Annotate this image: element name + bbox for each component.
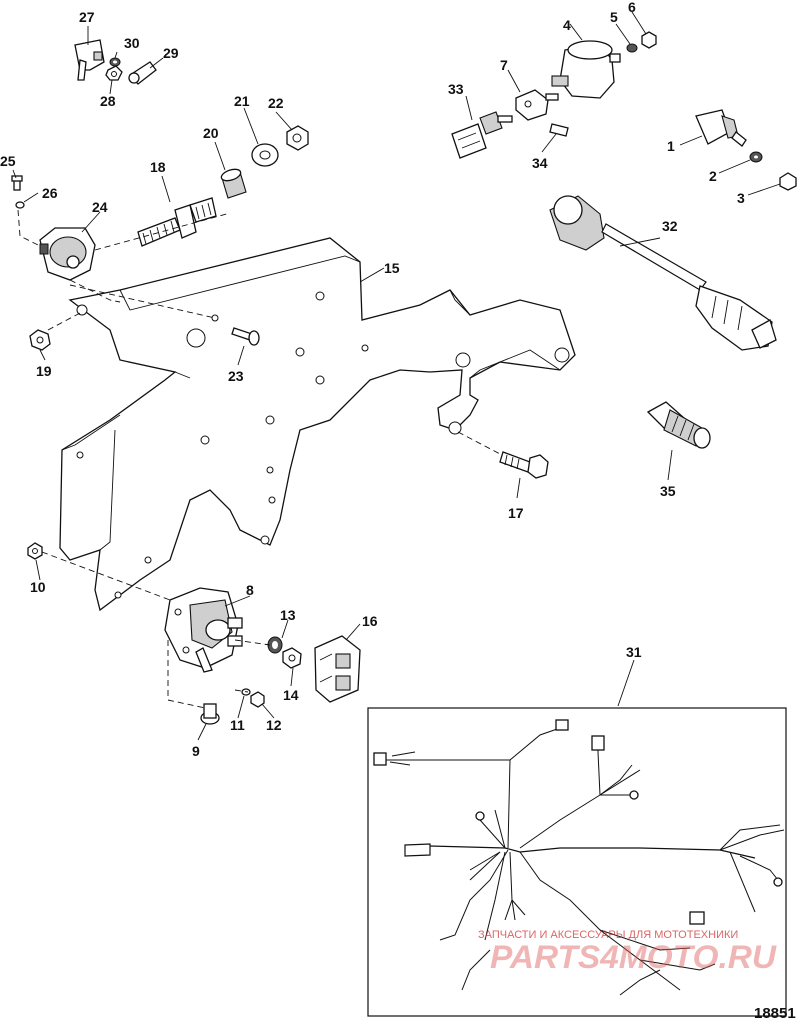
callout-1: 1 [667, 138, 675, 154]
callout-16: 16 [362, 613, 378, 629]
part-23-screw [231, 327, 260, 346]
part-13-washer [267, 636, 283, 654]
part-28-nut [105, 65, 123, 81]
part-5-washer [626, 43, 638, 53]
part-6-nut [641, 31, 657, 49]
callout-21: 21 [234, 93, 250, 109]
part-7-block [515, 89, 559, 121]
part-34-pin [549, 123, 569, 137]
part-24-switch [39, 227, 96, 281]
watermark: ЗАПЧАСТИ И АКСЕССУАРЫ ДЛЯ МОТОТЕХНИКИ PA… [478, 929, 777, 975]
callout-26: 26 [42, 185, 58, 201]
callout-15: 15 [384, 260, 400, 276]
part-33-sensor [451, 111, 513, 159]
part-16-terminal-block [314, 635, 361, 703]
part-14-nut [282, 647, 302, 669]
part-2-washer [749, 151, 763, 163]
callout-28: 28 [100, 93, 116, 109]
callout-3: 3 [737, 190, 745, 206]
part-17-bolt [499, 451, 549, 479]
callout-13: 13 [280, 607, 296, 623]
part-1-switch [695, 109, 747, 147]
part-32-sensor [549, 195, 777, 351]
wiring-harness-panel [367, 707, 787, 1017]
part-27-connector [74, 39, 105, 81]
callout-8: 8 [246, 582, 254, 598]
callout-24: 24 [92, 199, 108, 215]
part-9-bolt [200, 703, 220, 725]
part-12-nut [250, 691, 265, 708]
part-19-nut [29, 329, 51, 351]
callout-22: 22 [268, 95, 284, 111]
callout-labels: 27 30 29 28 22 21 20 18 25 26 24 15 19 2… [0, 0, 745, 759]
callout-17: 17 [508, 505, 524, 521]
callout-19: 19 [36, 363, 52, 379]
watermark-tagline: ЗАПЧАСТИ И АКСЕССУАРЫ ДЛЯ МОТОТЕХНИКИ [478, 929, 738, 941]
part-25-screw [11, 175, 23, 191]
callout-11: 11 [230, 717, 245, 733]
callout-25: 25 [0, 153, 16, 169]
part-30-washer [109, 57, 121, 67]
figure-number: 18851 [754, 1005, 796, 1022]
callout-33: 33 [448, 81, 464, 97]
callout-10: 10 [30, 579, 46, 595]
part-35-sensor [646, 401, 711, 449]
callout-18: 18 [150, 159, 166, 175]
callout-5: 5 [610, 9, 618, 25]
callout-7: 7 [500, 57, 508, 73]
part-22-nut [286, 125, 309, 151]
callout-23: 23 [228, 368, 244, 384]
callout-2: 2 [709, 168, 717, 184]
callout-9: 9 [192, 743, 200, 759]
watermark-brand: PARTS4MOTO.RU [490, 939, 777, 975]
callout-12: 12 [266, 717, 282, 733]
callout-29: 29 [163, 45, 179, 61]
part-4-sender [551, 40, 621, 99]
part-3-nut [779, 172, 797, 191]
callout-14: 14 [283, 687, 299, 703]
callout-4: 4 [563, 17, 571, 33]
callout-34: 34 [532, 155, 548, 171]
callout-27: 27 [79, 9, 95, 25]
part-20-spacer [220, 168, 247, 199]
callout-32: 32 [662, 218, 678, 234]
callout-35: 35 [660, 483, 676, 499]
callout-31: 31 [626, 644, 642, 660]
callout-30: 30 [124, 35, 140, 51]
part-18-stud [137, 197, 217, 247]
part-26-washer [15, 201, 25, 209]
callout-6: 6 [628, 0, 636, 15]
part-10-nut [27, 542, 43, 560]
mounting-bracket [59, 237, 576, 612]
part-29-terminal [128, 61, 157, 85]
part-8-solenoid [164, 587, 243, 673]
callout-20: 20 [203, 125, 219, 141]
part-21-washer [251, 143, 279, 167]
